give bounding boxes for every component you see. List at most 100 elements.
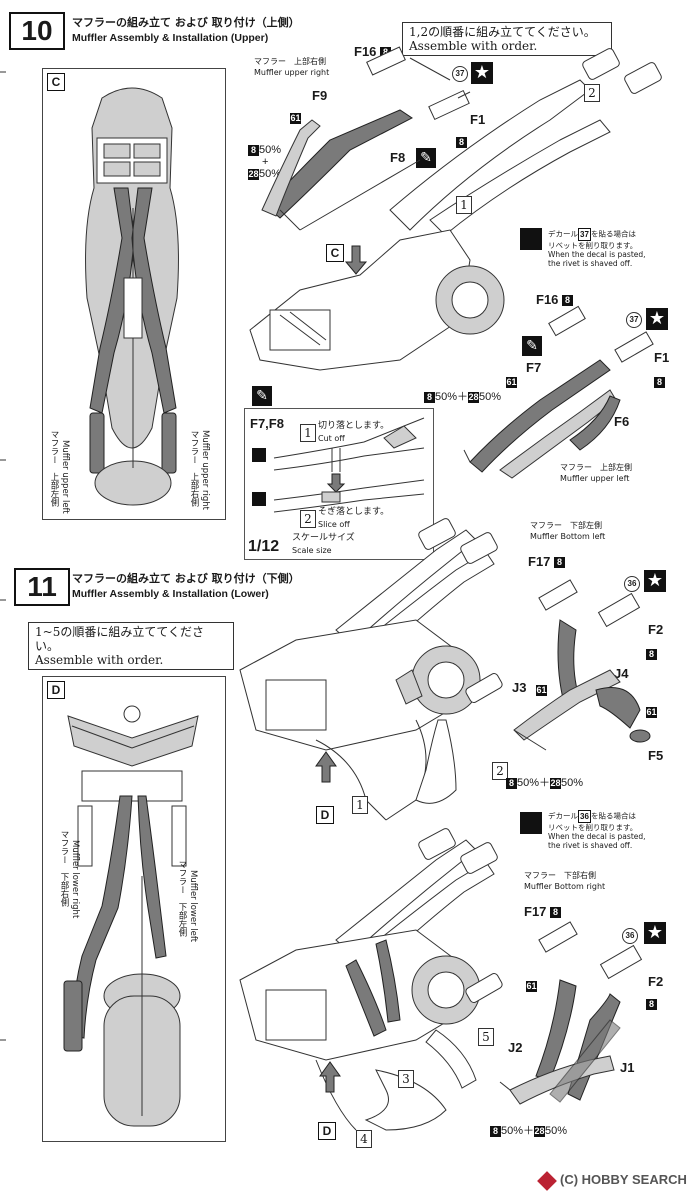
part-label-f5: F5	[648, 748, 664, 763]
scale-size-en: Scale size	[292, 546, 332, 555]
part-label-f6: F6	[614, 414, 630, 429]
decal-36-marker: 36	[624, 576, 640, 592]
step10-order-note: 1,2の順番に組み立ててください。 Assemble with order.	[402, 22, 612, 56]
runner-61-f5: 61	[646, 707, 657, 718]
step11-title-jp: マフラーの組み立て および 取り付け（下側）	[72, 572, 300, 585]
glue-icon-left: ✎	[522, 336, 542, 356]
runner-61-j3: 61	[536, 685, 547, 696]
part-label-f16-left: F16 8	[536, 292, 574, 307]
label-upper-right-jp: マフラー 上部右側	[189, 430, 199, 507]
label-upper-left-en: Muffler upper left	[60, 440, 70, 514]
star-icon: ★	[471, 62, 493, 84]
part-label-f1: F1	[470, 112, 486, 127]
caption-upper-right-jp: マフラー 上部右側	[254, 57, 326, 66]
part-label-j4: J4	[614, 666, 629, 681]
part-label-j2: J2	[508, 1040, 523, 1055]
label-lower-right-en: Muffler lower right	[70, 840, 80, 919]
cut-step-1-en: Cut off	[318, 434, 345, 443]
arrow-view-c-label: C	[326, 244, 344, 262]
caption-upper-left-jp: マフラー 上部左側	[560, 463, 632, 472]
cut-step-1-jp: 切り落とします。	[318, 421, 390, 431]
runner-8-f2-right: 8	[646, 994, 657, 1013]
runner-8-f1-left: 8	[654, 372, 665, 391]
part-label-f7: F7	[526, 360, 542, 375]
margin-ticks	[0, 71, 6, 1041]
runner-61-j2: 61	[526, 981, 537, 992]
decal-37-marker-left: 37	[626, 312, 642, 328]
cut-box-drawing	[252, 417, 425, 513]
step10-order-note-jp: 1,2の順番に組み立ててください。	[409, 25, 596, 39]
caption-bottom-left-en: Muffler Bottom left	[530, 532, 606, 541]
runner-61-f7: 61	[506, 377, 517, 388]
part-label-f17-right: F17 8	[524, 904, 562, 919]
order-number-1: 1	[456, 196, 472, 214]
step10-title-en: Muffler Assembly & Installation (Upper)	[72, 32, 269, 44]
order-number-1-b: 1	[352, 796, 368, 814]
cut-step-2-en: Slice off	[318, 520, 350, 529]
mix-upper-right-plus: +	[262, 156, 269, 168]
cut-step-2: 2	[300, 510, 316, 528]
top-view-bike-upper	[85, 87, 179, 506]
label-upper-right-en: Muffler upper right	[200, 430, 210, 510]
step10-main-drawing	[249, 46, 662, 371]
part-label-j3: J3	[512, 680, 527, 695]
scale-size-jp: スケールサイズ	[292, 533, 355, 543]
part-label-f2: F2	[648, 622, 664, 637]
top-view-bike-lower	[63, 705, 199, 1127]
step11-title-en: Muffler Assembly & Installation (Lower)	[72, 588, 269, 600]
order-number-5: 5	[478, 1028, 494, 1046]
order-number-3: 3	[398, 1070, 414, 1088]
order-number-2-b: 2	[492, 762, 508, 780]
caption-bottom-right-jp: マフラー 下部右側	[524, 871, 596, 880]
scale-size: 1/12	[248, 538, 280, 555]
part-label-f1-left: F1	[654, 350, 670, 365]
decal-note-icon-11	[520, 812, 542, 834]
upper-left-muffler-drawing	[463, 305, 654, 479]
caption-bottom-right-en: Muffler Bottom right	[524, 882, 606, 891]
arrow-view-d-label-a: D	[316, 806, 334, 824]
order-number-4: 4	[356, 1130, 372, 1148]
label-lower-right-jp: マフラー 下部右側	[59, 830, 69, 907]
runner-8-f1: 8	[456, 132, 467, 151]
part-label-f2-right: F2	[648, 974, 664, 989]
cut-step-2-jp: そぎ落とします。	[318, 507, 390, 517]
step10-order-note-en: Assemble with order.	[409, 39, 538, 53]
bottom-right-muffler-drawing	[499, 921, 643, 1105]
arrow-view-d-label-b: D	[318, 1122, 336, 1140]
step11-order-note-en: Assemble with order.	[35, 653, 164, 667]
runner-8-f2: 8	[646, 644, 657, 663]
bottom-left-muffler-drawing	[513, 579, 651, 751]
decal-36-marker-right: 36	[622, 928, 638, 944]
caption-bottom-left-jp: マフラー 下部左側	[530, 521, 602, 530]
step-number-10: 10	[9, 12, 65, 50]
cut-box-parts: F7,F8	[250, 416, 284, 431]
star-icon-left: ★	[646, 308, 668, 330]
caption-upper-left-en: Muffler upper left	[560, 474, 630, 483]
star-icon-11b: ★	[644, 922, 666, 944]
label-lower-left-jp: マフラー 下部左側	[177, 860, 187, 937]
step11-drawing-a	[239, 518, 503, 821]
view-letter-c: C	[47, 73, 65, 91]
star-icon-11a: ★	[644, 570, 666, 592]
glue-icon-cutbox: ✎	[252, 386, 272, 406]
cut-step-1: 1	[300, 424, 316, 442]
caption-upper-right-en: Muffler upper right	[254, 68, 330, 77]
watermark: (C) HOBBY SEARCH	[560, 1172, 687, 1187]
runner-box: 8	[380, 47, 392, 59]
order-number-2: 2	[584, 84, 600, 102]
hobbysearch-logo-icon	[537, 1171, 557, 1191]
decal-note-icon	[520, 228, 542, 250]
part-label-j1: J1	[620, 1060, 635, 1075]
decal-37-marker: 37	[452, 66, 468, 82]
step-number-11: 11	[14, 568, 70, 606]
part-label-f16: F16 8	[354, 44, 392, 59]
part-label-f9: F9	[312, 88, 328, 103]
step11-drawing-b	[239, 828, 503, 1131]
glue-icon: ✎	[416, 148, 436, 168]
view-letter-d: D	[47, 681, 65, 699]
